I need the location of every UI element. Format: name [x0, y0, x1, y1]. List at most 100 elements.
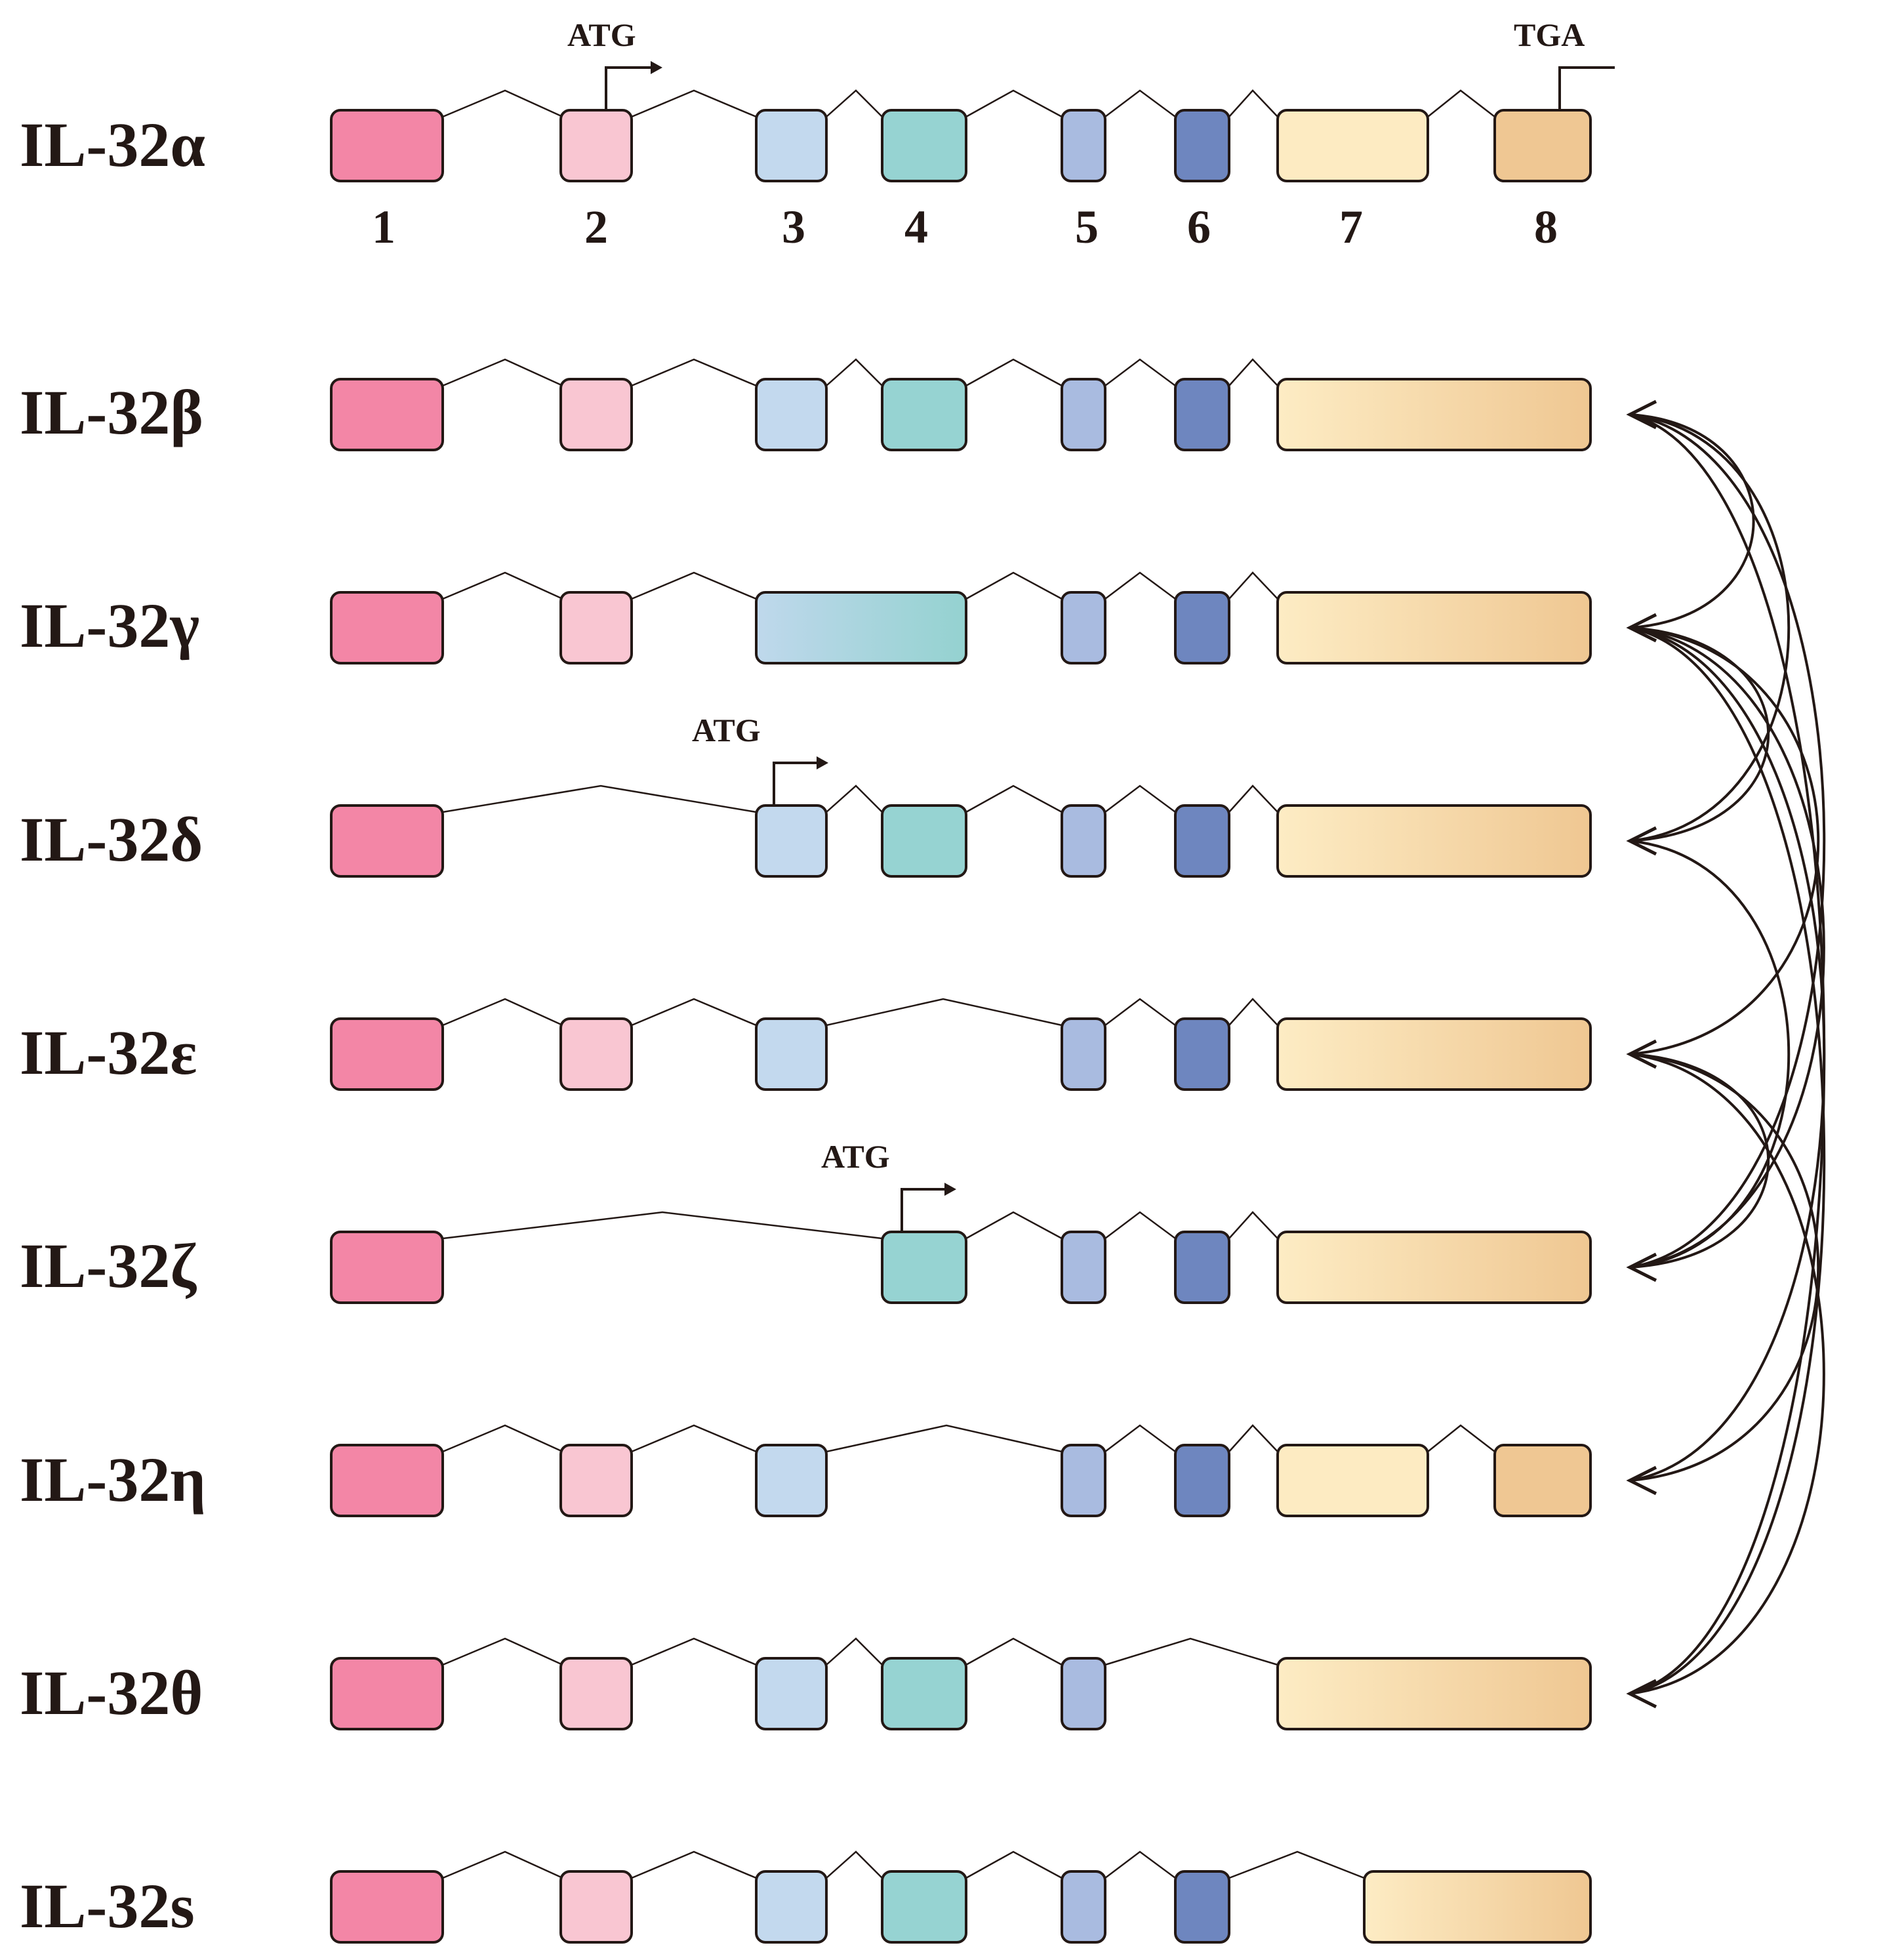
- exon-7-8-fused: [1276, 1657, 1592, 1730]
- intron: [442, 1424, 563, 1453]
- intron: [965, 1850, 1063, 1879]
- isoform-label-s: IL-32s: [20, 1871, 195, 1941]
- exon-7-8-fused: [1276, 804, 1592, 878]
- intron: [1104, 89, 1176, 118]
- intron: [631, 1637, 757, 1666]
- exon-1: [330, 1657, 444, 1730]
- intron: [631, 571, 757, 600]
- arrowhead-icon: [1626, 1039, 1657, 1069]
- exon-3: [755, 1870, 828, 1944]
- isoform-row-eta: [330, 1424, 1592, 1517]
- start-arrow-icon: [901, 1188, 946, 1232]
- intron: [631, 358, 757, 387]
- intron: [965, 358, 1063, 387]
- intron: [1104, 998, 1176, 1027]
- isoform-label-epsilon: IL-32ε: [20, 1017, 197, 1088]
- conversion-arc: [1629, 626, 1770, 842]
- conversion-arc: [1629, 626, 1826, 1695]
- exon-6: [1174, 1444, 1230, 1517]
- isoform-row-beta: [330, 358, 1592, 451]
- intron: [965, 785, 1063, 813]
- exon-4: [881, 1231, 967, 1304]
- intron: [631, 1850, 757, 1879]
- exon-7: [1276, 1444, 1429, 1517]
- isoform-row-alpha: ATG TGA 1 2 3 4 5 6 7 8: [330, 16, 1615, 253]
- exon-7: [1276, 109, 1429, 182]
- intron: [1228, 1850, 1365, 1879]
- isoform-row-gamma: [330, 571, 1592, 664]
- intron: [826, 1424, 1063, 1453]
- isoform-label-beta: IL-32β: [20, 377, 203, 447]
- exon-3: [755, 1657, 828, 1730]
- exon-6: [1174, 1231, 1230, 1304]
- exon-4: [881, 1657, 967, 1730]
- exon-4: [881, 378, 967, 451]
- intron: [442, 571, 563, 600]
- start-arrow-icon: [773, 762, 819, 806]
- conversion-arc: [1629, 413, 1826, 1269]
- exon-1: [330, 1017, 444, 1091]
- intron: [965, 1637, 1063, 1666]
- exon-1: [330, 1444, 444, 1517]
- exon-7-8-truncated: [1363, 1870, 1592, 1944]
- intron: [442, 785, 757, 813]
- exon-number: 1: [372, 201, 395, 253]
- exon-5: [1061, 1231, 1106, 1304]
- exon-5: [1061, 804, 1106, 878]
- start-arrowhead-icon: [651, 61, 662, 74]
- exon-1: [330, 804, 444, 878]
- exon-4: [881, 1870, 967, 1944]
- exon-5: [1061, 1444, 1106, 1517]
- conversion-arc: [1629, 413, 1826, 1695]
- exon-2: [559, 591, 633, 664]
- intron: [1104, 1637, 1278, 1666]
- exon-3-4-fused: [755, 591, 967, 664]
- exon-5: [1061, 1017, 1106, 1091]
- exon-1: [330, 591, 444, 664]
- exon-6: [1174, 1017, 1230, 1091]
- intron: [1228, 785, 1278, 813]
- exon-number: 8: [1534, 201, 1558, 253]
- intron: [965, 1211, 1063, 1240]
- isoform-conversion-arcs: [1626, 399, 1826, 1709]
- exon-8: [1493, 1444, 1592, 1517]
- exon-6: [1174, 1870, 1230, 1944]
- intron: [965, 571, 1063, 600]
- exon-2: [559, 1017, 633, 1091]
- exon-7-8-fused: [1276, 1231, 1592, 1304]
- intron: [442, 358, 563, 387]
- intron: [442, 1850, 563, 1879]
- exon-6: [1174, 591, 1230, 664]
- intron: [631, 998, 757, 1027]
- start-codon-label: ATG: [821, 1138, 890, 1175]
- arrowhead-icon: [1626, 1679, 1657, 1709]
- start-arrowhead-icon: [944, 1183, 956, 1196]
- arrowhead-icon: [1626, 1252, 1657, 1282]
- isoform-row-zeta: ATG: [330, 1138, 1592, 1304]
- intron: [826, 89, 883, 117]
- exon-6: [1174, 109, 1230, 182]
- intron: [1228, 998, 1278, 1026]
- arrowhead-icon: [1626, 1465, 1657, 1496]
- intron: [631, 1424, 757, 1453]
- exon-number: 4: [904, 201, 928, 253]
- conversion-arc: [1629, 1053, 1825, 1695]
- exon-2: [559, 378, 633, 451]
- conversion-arc: [1629, 413, 1791, 842]
- exon-3: [755, 1017, 828, 1091]
- isoform-labels: IL-32α IL-32β IL-32γ IL-32δ IL-32ε IL-32…: [20, 110, 206, 1941]
- conversion-arc: [1629, 626, 1820, 1055]
- exon-number-row: 1 2 3 4 5 6 7 8: [372, 201, 1558, 253]
- conversion-arc: [1629, 1053, 1820, 1482]
- intron: [1427, 1424, 1495, 1452]
- exon-8: [1493, 109, 1592, 182]
- exon-5: [1061, 378, 1106, 451]
- intron: [826, 1637, 883, 1665]
- intron: [1104, 1211, 1176, 1240]
- exon-3: [755, 109, 828, 182]
- exon-1: [330, 1231, 444, 1304]
- arrowhead-icon: [1626, 826, 1657, 856]
- exon-7-8-fused: [1276, 591, 1592, 664]
- exon-7-8-fused: [1276, 1017, 1592, 1091]
